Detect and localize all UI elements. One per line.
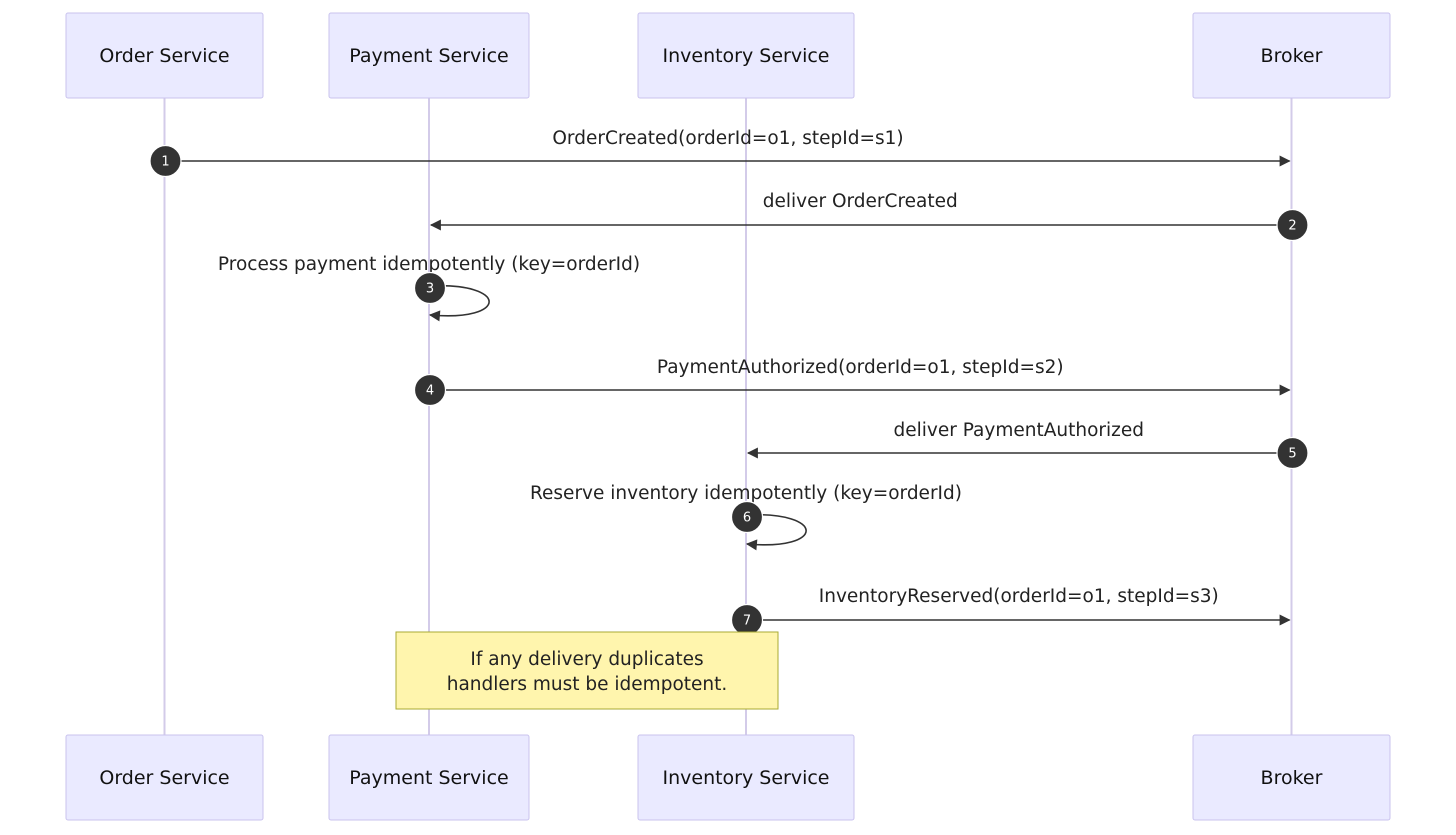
participant-label: Inventory Service [662, 45, 829, 67]
participant-label: Order Service [99, 767, 229, 789]
step-number-badge [1276, 208, 1309, 242]
participant-order-top: Order Service [65, 12, 264, 99]
message-label: PaymentAuthorized(orderId=o1, stepId=s2) [657, 357, 1064, 378]
participant-payment-bottom: Payment Service [328, 734, 530, 821]
step-number: 6 [743, 511, 751, 526]
step-number-badge [149, 144, 182, 178]
message-label: deliver PaymentAuthorized [894, 420, 1144, 441]
message-label: Process payment idempotently (key=orderI… [218, 254, 640, 275]
participant-payment-top: Payment Service [328, 12, 530, 99]
note-line: handlers must be idempotent. [447, 674, 728, 695]
note: If any delivery duplicates handlers must … [395, 631, 779, 710]
participant-label: Order Service [99, 45, 229, 67]
participant-label: Broker [1261, 767, 1323, 789]
note-line: If any delivery duplicates [470, 649, 703, 670]
participant-broker-bottom: Broker [1192, 734, 1391, 821]
participant-box [637, 12, 855, 99]
participant-box [637, 734, 855, 821]
step-number: 7 [743, 614, 751, 629]
message-label: deliver OrderCreated [763, 191, 958, 212]
message-3: Process payment idempotently (key=orderI… [218, 254, 640, 322]
participant-label: Payment Service [349, 45, 508, 67]
participant-label: Broker [1261, 45, 1323, 67]
participant-box [65, 12, 264, 99]
participant-order-bottom: Order Service [65, 734, 264, 821]
self-message-arrow [428, 284, 490, 322]
message-1: OrderCreated(orderId=o1, stepId=s1) 1 [149, 128, 1291, 178]
step-number: 2 [1288, 219, 1296, 234]
self-message-arrow [745, 513, 807, 551]
participant-label: Inventory Service [662, 767, 829, 789]
step-number-badge [1276, 436, 1309, 470]
step-number: 5 [1288, 447, 1296, 462]
participant-broker-top: Broker [1192, 12, 1391, 99]
participant-inventory-top: Inventory Service [637, 12, 855, 99]
participant-box [328, 734, 530, 821]
message-6: Reserve inventory idempotently (key=orde… [530, 483, 962, 551]
step-number-badge [730, 500, 764, 534]
participant-box [1192, 12, 1391, 99]
participant-label: Payment Service [349, 767, 508, 789]
note-box [395, 631, 779, 710]
message-label: InventoryReserved(orderId=o1, stepId=s3) [819, 586, 1219, 607]
step-number: 4 [426, 384, 434, 399]
message-7: InventoryReserved(orderId=o1, stepId=s3)… [730, 586, 1291, 637]
participant-box [65, 734, 264, 821]
step-number-badge [413, 373, 447, 407]
participant-box [328, 12, 530, 99]
participant-inventory-bottom: Inventory Service [637, 734, 855, 821]
message-label: OrderCreated(orderId=o1, stepId=s1) [552, 128, 903, 149]
message-label: Reserve inventory idempotently (key=orde… [530, 483, 962, 504]
message-5: deliver PaymentAuthorized 5 [746, 420, 1309, 470]
participant-box [1192, 734, 1391, 821]
step-number: 1 [161, 155, 169, 170]
step-number: 3 [426, 282, 434, 297]
message-2: deliver OrderCreated 2 [429, 191, 1309, 242]
message-4: PaymentAuthorized(orderId=o1, stepId=s2)… [413, 357, 1291, 407]
step-number-badge [413, 271, 447, 305]
